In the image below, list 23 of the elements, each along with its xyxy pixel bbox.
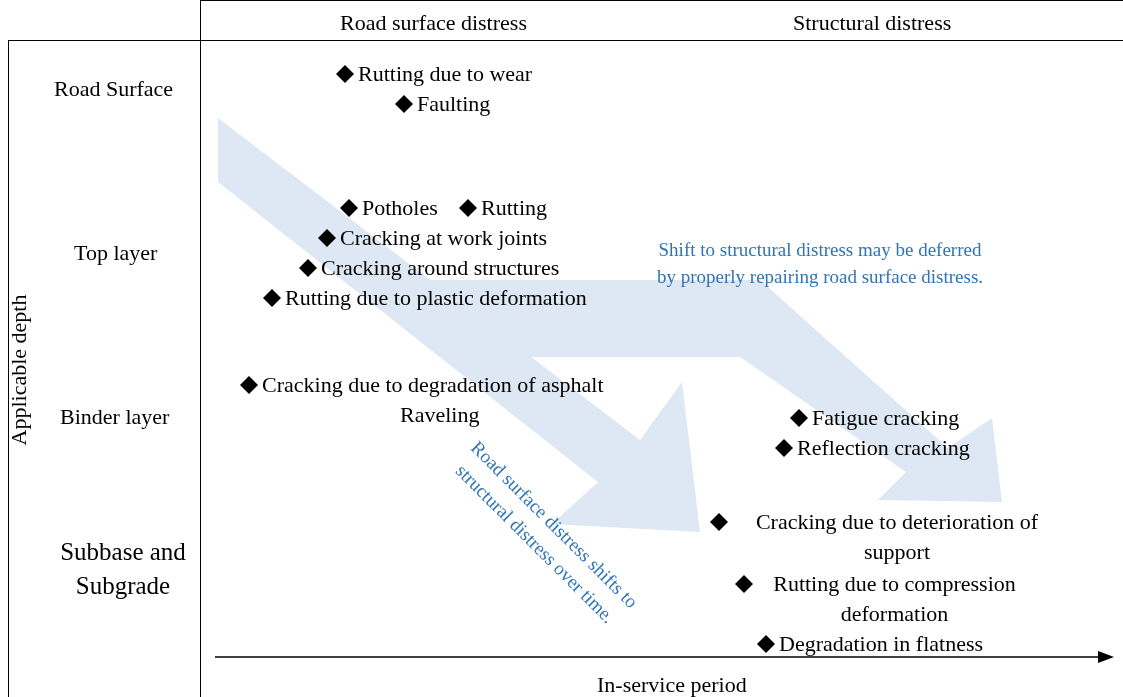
distress-item: Degradation in flatness: [779, 630, 984, 658]
row-header: Subbase and Subgrade: [59, 537, 187, 601]
distress-item: Rutting: [481, 194, 547, 222]
distress-item: Rutting due to plastic deformation: [285, 284, 587, 312]
column-header: Structural distress: [793, 9, 952, 37]
annotation-note: Shift to structural distress may be deferred by properly repairing road surface distress.: [655, 238, 985, 289]
axis-label: In-service period: [597, 671, 747, 697]
distress-item: Cracking around structures: [321, 254, 560, 282]
column-header: Road surface distress: [340, 9, 527, 37]
distress-item: Rutting due to wear: [358, 60, 533, 88]
distress-item: Raveling: [400, 401, 480, 429]
distress-item: Cracking due to degradation of asphalt: [262, 371, 604, 399]
distress-item: Reflection cracking: [797, 434, 970, 462]
row-header: Road Surface: [54, 75, 174, 103]
axis-label: Applicable depth: [5, 294, 33, 446]
distress-item: Cracking at work joints: [340, 224, 548, 252]
distress-item: Fatigue cracking: [812, 404, 960, 432]
distress-item: Potholes: [362, 194, 438, 222]
distress-item: Cracking due to deterioration of support: [754, 508, 1040, 566]
row-header: Top layer: [74, 239, 158, 267]
distress-item: Faulting: [417, 90, 491, 118]
distress-item: Rutting due to compression deformation: [772, 570, 1017, 628]
row-header: Binder layer: [60, 403, 170, 431]
